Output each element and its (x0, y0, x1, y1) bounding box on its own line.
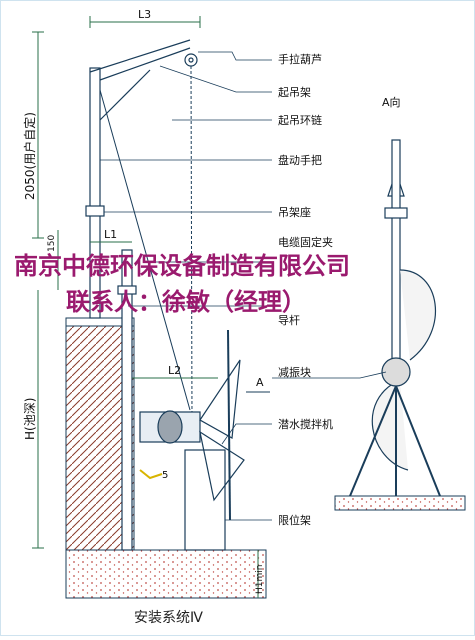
label-hand-hoist: 手拉葫芦 (278, 52, 322, 66)
guide-rod (117, 249, 137, 551)
guide-cable (99, 89, 191, 411)
caption: 安装系统Ⅳ (134, 610, 203, 626)
label-frame-seat: 吊架座 (278, 205, 311, 219)
watermark: 南京中德环保设备制造有限公司 联系人：徐敏（经理） (14, 252, 350, 316)
dimension-lines (32, 16, 259, 598)
dim-l3: L3 (138, 8, 151, 21)
label-guide-rod: 导杆 (278, 313, 300, 327)
a-view (349, 139, 441, 497)
label-view-a: A向 (382, 95, 401, 109)
dim-l1: L1 (104, 228, 117, 241)
label-lifting-frame: 起吊架 (278, 86, 311, 99)
watermark-line-1: 南京中德环保设备制造有限公司 (14, 252, 350, 280)
tank-floor (65, 495, 466, 599)
dim-h1-min: H1min (255, 565, 265, 594)
dim-l2: L2 (168, 364, 181, 377)
dim-height-2050: 2050(用户自定) (22, 112, 37, 200)
label-cable-clamp: 电缆固定夹 (278, 235, 333, 249)
limit-frame (184, 449, 226, 551)
lifting-frame (85, 39, 198, 319)
label-limit-frame: 限位架 (278, 513, 311, 527)
dim-h-depth: H(池深) (23, 398, 37, 440)
dim-150: 150 (47, 235, 57, 252)
label-arrow-a: A (256, 376, 264, 389)
watermark-line-2: 联系人：徐敏（经理） (66, 288, 306, 316)
leader-lines (100, 51, 387, 521)
label-damper: 减振块 (278, 365, 311, 379)
label-lifting-chain: 起吊环链 (278, 113, 322, 127)
submersible-mixer (139, 329, 245, 521)
dim-5: 5 (162, 470, 168, 481)
label-handle: 盘动手把 (278, 153, 322, 167)
lifting-chain (190, 65, 193, 421)
label-mixer: 潜水搅拌机 (278, 417, 333, 431)
limit-pointer (139, 469, 163, 480)
